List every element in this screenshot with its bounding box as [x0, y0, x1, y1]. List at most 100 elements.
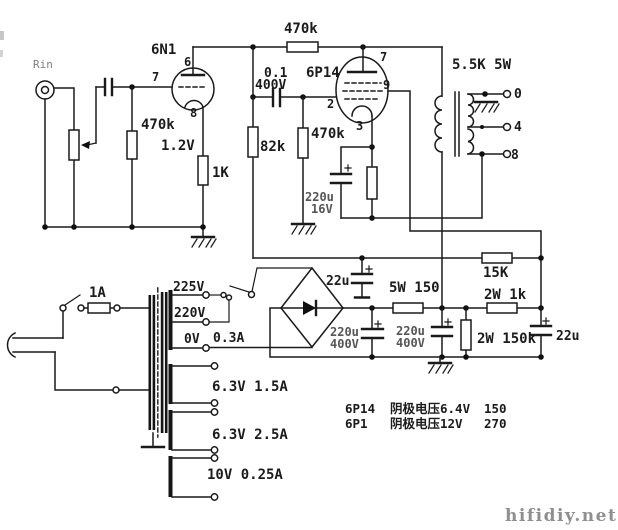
note-row2-tube: 6P1 [345, 416, 368, 431]
resistor-5w150 [392, 302, 424, 314]
filter-cap-1-icon [360, 307, 385, 358]
tap-0v-label: 0V [184, 332, 200, 347]
pin-8-label: 8 [190, 106, 197, 120]
resistor-2w150k [460, 319, 472, 351]
speaker-terminal-8 [502, 149, 512, 159]
output-stage: 6P14 7 2 9 3 220u 16V [305, 46, 542, 309]
driver-supply: 15K 22u [252, 252, 544, 299]
resistor-2w150k-label: 2W 150k [477, 331, 537, 347]
opt-primary-coil [434, 95, 443, 153]
opt-rating-label: 5.5K 5W [452, 57, 512, 73]
pin-6-label: 6 [184, 55, 191, 69]
pin-7-label: 7 [380, 50, 387, 64]
filter-cap-2-icon [430, 307, 454, 358]
voltage-selector-switch [208, 285, 256, 323]
resistor-470k-input-label: 470k [141, 117, 175, 133]
input-jack-label: Rin [33, 58, 53, 71]
resistor-5w150-label: 5W 150 [389, 280, 440, 296]
diode-icon [303, 301, 316, 315]
note-row2-value: 270 [484, 416, 507, 431]
cathode-electrode [351, 105, 373, 117]
rca-jack-icon [35, 80, 55, 100]
pin-2-label: 2 [327, 97, 334, 111]
pin-9-label: 9 [383, 78, 390, 92]
tube-6p14-label: 6P14 [306, 65, 340, 81]
cathode-voltage-label: 1.2V [161, 138, 195, 154]
pin-3-label: 3 [356, 119, 363, 133]
coupling-cap-voltage-label: 400V [255, 78, 286, 93]
pt-heater-winding-1 [168, 364, 173, 404]
opt-secondary-coil-upper [467, 93, 475, 128]
filter-cap-2-voltage: 400V [396, 336, 425, 350]
coupling-cap-icon [252, 87, 337, 108]
opt-secondary-coil-lower [467, 128, 475, 155]
cathode-cap-label: 220u [305, 190, 334, 204]
power-supply: 1A 225V 220V 0V 0.3A [6, 266, 579, 501]
heater-1-label: 6.3V 1.5A [212, 379, 288, 395]
pt-heater-winding-2 [168, 410, 173, 450]
pt-hv-winding [168, 290, 173, 350]
filter-cap-1-label: 220u [330, 325, 359, 339]
coupling-cap-label: 0.1 [264, 66, 288, 81]
screen-cap-icon [529, 307, 553, 358]
tap-4-label: 4 [514, 120, 522, 135]
resistor-470k-feedback [286, 41, 319, 53]
filter-cap-1-voltage: 400V [330, 337, 359, 351]
note-row1-tube: 6P14 [345, 401, 375, 416]
grid-electrodes [342, 82, 386, 100]
tube-6n1 [171, 67, 215, 111]
resistor-2w1k-label: 2W 1k [484, 287, 527, 303]
input-stage: Rin 470k 6N1 6 7 8 1.2V [33, 42, 229, 249]
ground-icon [190, 235, 218, 249]
aux-winding-label: 10V 0.25A [207, 467, 283, 483]
driver-decoupling-cap-icon [350, 257, 374, 299]
cathode-bypass-cap-icon [329, 146, 373, 219]
driver-cap-label: 22u [326, 274, 349, 289]
fuse-1a [87, 302, 111, 314]
screen-cap-label: 22u [556, 329, 579, 344]
volume-pot [68, 129, 80, 161]
resistor-15k-label: 15K [483, 265, 509, 281]
scan-artifact [0, 31, 4, 57]
output-transformer: 5.5K 5W 0 4 8 [434, 46, 522, 309]
resistor-1k-label: 1K [212, 165, 229, 181]
voltage-notes: 6P14 阴极电压6.4V 150 6P1 阴极电压12V 270 [345, 401, 507, 431]
resistor-82k-label: 82k [260, 139, 286, 155]
cathode-electrode [184, 99, 204, 108]
resistor-2w1k [486, 302, 518, 314]
note-row1-value: 150 [484, 401, 507, 416]
note-row2-desc: 阴极电压12V [390, 416, 463, 431]
speaker-terminal-0 [502, 89, 512, 99]
cathode-cap-voltage-label: 16V [311, 202, 333, 216]
resistor-470k-gridleak [297, 127, 309, 159]
resistor-470k-input-grid [126, 130, 138, 160]
resistor-15k [481, 252, 513, 264]
input-cap-icon [95, 77, 173, 97]
bridge-rectifier [280, 266, 344, 349]
resistor-1k-cathode [197, 155, 209, 186]
note-row1-desc: 阴极电压6.4V [390, 401, 471, 416]
power-switch [59, 294, 85, 312]
ground-icon [290, 222, 318, 236]
resistor-82k [247, 126, 259, 158]
mains-plug-icon [6, 331, 64, 359]
fuse-label: 1A [89, 285, 106, 301]
speaker-terminal-4 [502, 122, 512, 132]
pin-7-label: 7 [152, 70, 159, 84]
tap-225v-label: 225V [173, 280, 204, 295]
ground-icon [427, 361, 455, 375]
resistor-cathode-6p14 [366, 166, 378, 200]
ground-icon [473, 100, 501, 114]
tube-6n1-label: 6N1 [151, 42, 176, 58]
tap-8-label: 8 [511, 148, 519, 163]
watermark: hifidiy.net [505, 506, 617, 526]
opt-core [454, 91, 460, 157]
tap-0v-terminal [202, 344, 210, 352]
heater-2-label: 6.3V 2.5A [212, 427, 288, 443]
tube-6p14 [335, 56, 389, 124]
power-transformer [140, 287, 173, 497]
interstage: 470k 0.1 400V 82k 470k [192, 21, 443, 259]
hv-current-label: 0.3A [213, 331, 244, 346]
